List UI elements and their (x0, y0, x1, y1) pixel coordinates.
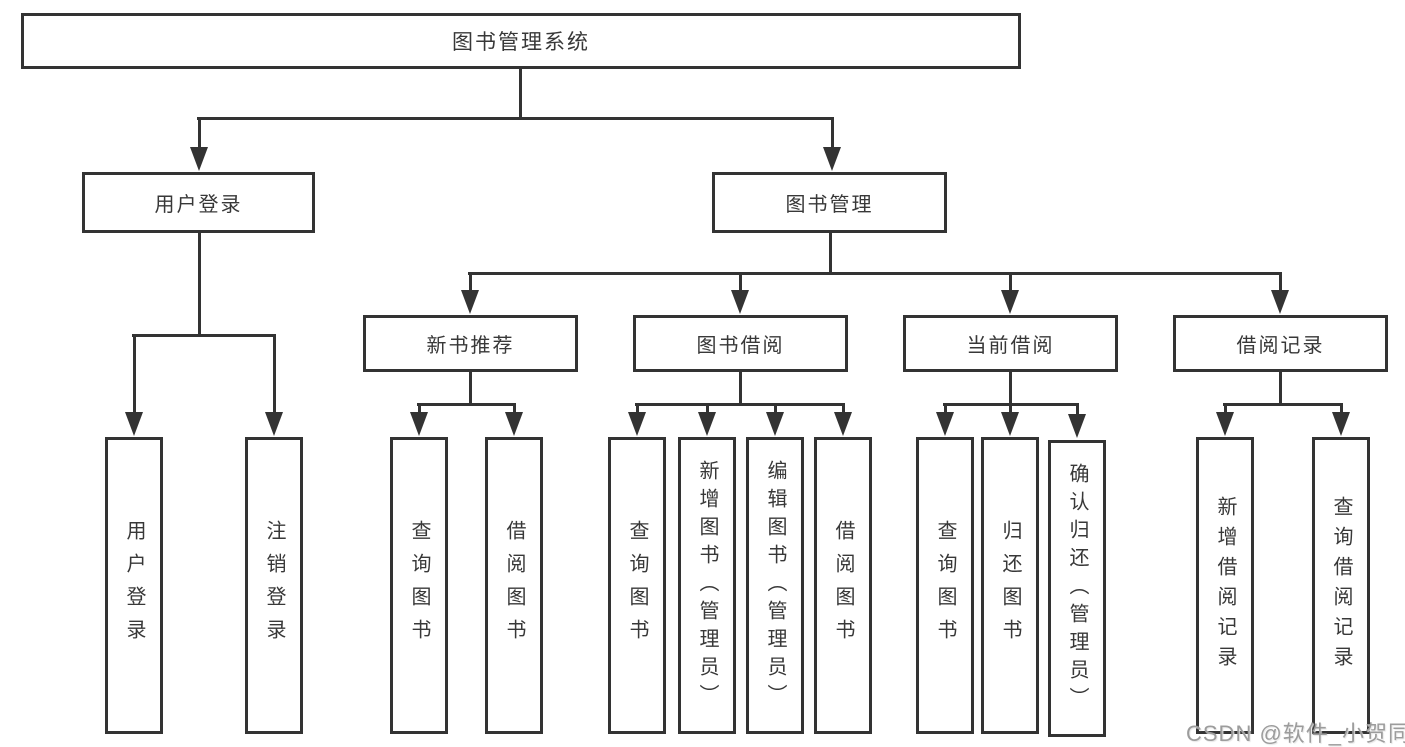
connector-line-horizontal (197, 116, 834, 120)
leaf-recommend-query-books-label: 查询图书 (408, 519, 430, 652)
node-borrowing-records-label: 借阅记录 (1236, 335, 1325, 357)
node-new-book-recommend-label: 新书推荐 (426, 335, 515, 357)
leaf-confirm-return-admin: 确认归还（管理员） (1048, 440, 1106, 737)
leaf-user-login-label: 用户登录 (123, 519, 145, 652)
node-book-management: 图书管理 (712, 172, 947, 233)
leaf-logout-label: 注销登录 (263, 519, 285, 652)
arrow-down-icon (1271, 290, 1289, 314)
connector-line-horizontal (635, 402, 845, 406)
leaf-current-query-books-label: 查询图书 (934, 519, 956, 652)
arrow-down-icon (410, 412, 428, 436)
arrow-down-icon (190, 147, 208, 171)
node-current-borrowing-label: 当前借阅 (966, 335, 1055, 357)
connector-arrow-stem (773, 404, 777, 414)
connector-line-vertical (197, 231, 201, 337)
leaf-add-book-admin-label: 新增图书（管理员） (696, 459, 718, 712)
arrow-down-icon (766, 412, 784, 436)
watermark: CSDN @软件_小贺同学 (1186, 721, 1405, 746)
leaf-logout: 注销登录 (245, 437, 303, 734)
node-root: 图书管理系统 (21, 13, 1021, 69)
leaf-add-book-admin: 新增图书（管理员） (678, 437, 736, 734)
connector-line-vertical (1008, 370, 1012, 406)
connector-arrow-stem (705, 404, 709, 414)
connector-arrow-stem (830, 118, 834, 149)
leaf-borrowing-borrow-books-label: 借阅图书 (832, 519, 854, 652)
connector-arrow-stem (272, 335, 276, 414)
node-book-borrowing-label: 图书借阅 (696, 335, 785, 357)
arrow-down-icon (1216, 412, 1234, 436)
leaf-return-books: 归还图书 (981, 437, 1039, 734)
leaf-borrowing-query-books: 查询图书 (608, 437, 666, 734)
node-book-management-label: 图书管理 (785, 194, 874, 216)
node-current-borrowing: 当前借阅 (903, 315, 1118, 372)
leaf-edit-book-admin: 编辑图书（管理员） (746, 437, 804, 734)
connector-arrow-stem (512, 404, 516, 414)
connector-arrow-stem (132, 335, 136, 414)
leaf-borrowing-query-books-label: 查询图书 (626, 519, 648, 652)
leaf-confirm-return-admin-label: 确认归还（管理员） (1066, 462, 1088, 715)
leaf-return-books-label: 归还图书 (999, 519, 1021, 652)
connector-line-vertical (738, 370, 742, 406)
arrow-down-icon (731, 290, 749, 314)
connector-arrow-stem (417, 404, 421, 414)
leaf-recommend-borrow-books-label: 借阅图书 (503, 519, 525, 652)
arrow-down-icon (936, 412, 954, 436)
connector-arrow-stem (468, 273, 472, 292)
connector-arrow-stem (943, 404, 947, 414)
arrow-down-icon (698, 412, 716, 436)
connector-arrow-stem (1339, 404, 1343, 414)
connector-arrow-stem (1223, 404, 1227, 414)
node-user-login: 用户登录 (82, 172, 315, 233)
arrow-down-icon (628, 412, 646, 436)
leaf-add-borrow-record: 新增借阅记录 (1196, 437, 1254, 734)
connector-line-vertical (1278, 370, 1282, 406)
connector-line-horizontal (132, 333, 276, 337)
connector-line-horizontal (1223, 402, 1343, 406)
connector-line-vertical (518, 68, 522, 120)
connector-line-horizontal (417, 402, 516, 406)
leaf-query-borrow-record: 查询借阅记录 (1312, 437, 1370, 734)
arrow-down-icon (1068, 414, 1086, 438)
leaf-user-login: 用户登录 (105, 437, 163, 734)
arrow-down-icon (265, 412, 283, 436)
arrow-down-icon (823, 147, 841, 171)
connector-arrow-stem (197, 118, 201, 149)
connector-arrow-stem (1075, 404, 1079, 416)
leaf-add-borrow-record-label: 新增借阅记录 (1214, 495, 1236, 676)
node-new-book-recommend: 新书推荐 (363, 315, 578, 372)
node-book-borrowing: 图书借阅 (633, 315, 848, 372)
leaf-current-query-books: 查询图书 (916, 437, 974, 734)
arrow-down-icon (1332, 412, 1350, 436)
node-user-login-label: 用户登录 (154, 194, 243, 216)
node-root-label: 图书管理系统 (452, 31, 590, 54)
leaf-query-borrow-record-label: 查询借阅记录 (1330, 495, 1352, 676)
connector-arrow-stem (1008, 273, 1012, 292)
connector-arrow-stem (635, 404, 639, 414)
arrow-down-icon (125, 412, 143, 436)
arrow-down-icon (1001, 290, 1019, 314)
leaf-edit-book-admin-label: 编辑图书（管理员） (764, 459, 786, 712)
connector-arrow-stem (841, 404, 845, 414)
connector-arrow-stem (738, 273, 742, 292)
node-borrowing-records: 借阅记录 (1173, 315, 1388, 372)
leaf-recommend-query-books: 查询图书 (390, 437, 448, 734)
leaf-borrowing-borrow-books: 借阅图书 (814, 437, 872, 734)
leaf-recommend-borrow-books: 借阅图书 (485, 437, 543, 734)
arrow-down-icon (461, 290, 479, 314)
arrow-down-icon (505, 412, 523, 436)
connector-arrow-stem (1278, 273, 1282, 292)
arrow-down-icon (1001, 412, 1019, 436)
connector-arrow-stem (1008, 404, 1012, 414)
connector-line-vertical (468, 370, 472, 406)
arrow-down-icon (834, 412, 852, 436)
connector-line-horizontal (468, 271, 1282, 275)
connector-line-vertical (828, 231, 832, 275)
